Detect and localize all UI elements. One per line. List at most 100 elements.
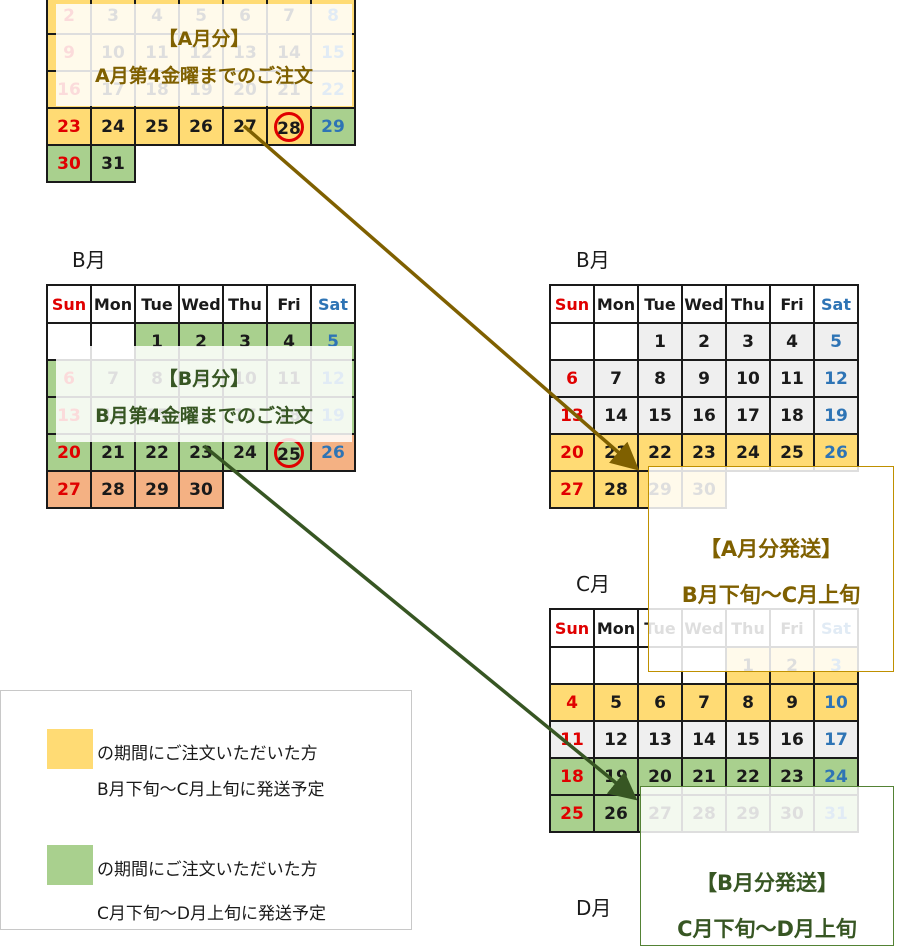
calendar-b-right: Sun Mon Tue Wed Thu Fri Sat 1 2 3 4 5 6 … <box>549 284 859 509</box>
a-order-overlay: 【A月分】 A月第4金曜までのご注文 <box>56 4 352 106</box>
day-cell: 9 <box>769 683 815 722</box>
day-cell: 17 <box>813 720 859 759</box>
b-ship-title: 【B月分発送】 <box>695 871 838 895</box>
a-ship-overlay: 【A月分発送】 B月下旬～C月上旬 <box>648 466 894 672</box>
day-cell: 26 <box>593 794 639 833</box>
day-cell: 19 <box>813 396 859 435</box>
day-cell: 8 <box>725 683 771 722</box>
day-cell: 10 <box>813 683 859 722</box>
day-cell: 29 <box>134 470 180 509</box>
day-cell: 11 <box>769 359 815 398</box>
day-cell: 5 <box>593 683 639 722</box>
day-cell: 29 <box>310 107 356 146</box>
weekday-wed: Wed <box>178 284 224 324</box>
day-cell-deadline: 28 <box>266 107 312 146</box>
b-order-title: 【B月分】 <box>158 368 250 390</box>
legend-swatch-yellow <box>47 729 93 769</box>
day-cell: 28 <box>593 470 639 509</box>
day-cell: 17 <box>725 396 771 435</box>
day-cell <box>549 646 595 685</box>
b-ship-overlay: 【B月分発送】 C月下旬～D月上旬 <box>640 786 894 946</box>
day-cell: 7 <box>681 683 727 722</box>
day-cell: 28 <box>90 470 136 509</box>
day-cell: 25 <box>769 433 815 472</box>
a-order-title: 【A月分】 <box>158 28 250 50</box>
b-order-subtitle: B月第4金曜までのご注文 <box>95 405 313 427</box>
weekday-sat: Sat <box>310 284 356 324</box>
day-cell: 13 <box>637 720 683 759</box>
day-cell: 1 <box>637 322 683 361</box>
day-cell: 11 <box>549 720 595 759</box>
weekday-mon: Mon <box>593 608 639 648</box>
a-ship-title: 【A月分発送】 <box>699 537 843 561</box>
day-cell: 23 <box>46 107 92 146</box>
day-cell: 14 <box>681 720 727 759</box>
day-cell: 12 <box>593 720 639 759</box>
weekday-thu: Thu <box>222 284 268 324</box>
deadline-circle: 28 <box>274 111 304 142</box>
day-cell: 4 <box>769 322 815 361</box>
a-order-subtitle: A月第4金曜までのご注文 <box>95 65 313 87</box>
arrow-a-to-b <box>242 124 640 471</box>
weekday-fri: Fri <box>769 284 815 324</box>
day-cell: 9 <box>681 359 727 398</box>
arrow-b-to-c <box>202 444 638 801</box>
day-cell: 7 <box>593 359 639 398</box>
day-cell: 26 <box>178 107 224 146</box>
day-cell: 18 <box>769 396 815 435</box>
day-cell: 4 <box>549 683 595 722</box>
day-cell: 26 <box>813 433 859 472</box>
month-label-b-left: B月 <box>72 248 106 272</box>
day-cell: 3 <box>725 322 771 361</box>
day-cell: 30 <box>46 144 92 183</box>
weekday-sat: Sat <box>813 284 859 324</box>
legend-yellow-line1: の期間にご注文いただいた方 <box>97 744 318 764</box>
day-cell: 16 <box>769 720 815 759</box>
day-cell: 20 <box>549 433 595 472</box>
day-cell: 22 <box>637 433 683 472</box>
day-cell: 16 <box>681 396 727 435</box>
day-cell: 10 <box>725 359 771 398</box>
legend-green-line1: の期間にご注文いただいた方 <box>97 860 318 880</box>
day-cell <box>593 646 639 685</box>
legend-box: の期間にご注文いただいた方 B月下旬～C月上旬に発送予定 の期間にご注文いただい… <box>0 690 412 930</box>
weekday-tue: Tue <box>134 284 180 324</box>
weekday-tue: Tue <box>637 284 683 324</box>
day-cell: 5 <box>813 322 859 361</box>
a-ship-subtitle: B月下旬～C月上旬 <box>681 583 861 607</box>
day-cell: 15 <box>725 720 771 759</box>
calendar-c: Sun Mon Tue Wed Thu Fri Sat 1 2 3 4 5 6 … <box>549 608 859 833</box>
weekday-sun: Sun <box>549 284 595 324</box>
day-cell: 6 <box>549 359 595 398</box>
day-cell: 27 <box>46 470 92 509</box>
day-cell: 24 <box>90 107 136 146</box>
weekday-sun: Sun <box>46 284 92 324</box>
weekday-mon: Mon <box>593 284 639 324</box>
day-cell: 30 <box>178 470 224 509</box>
day-cell: 12 <box>813 359 859 398</box>
day-cell: 15 <box>637 396 683 435</box>
day-cell: 14 <box>593 396 639 435</box>
legend-green-line2: C月下旬～D月上旬に発送予定 <box>97 904 326 924</box>
day-cell: 2 <box>681 322 727 361</box>
legend-yellow-line2: B月下旬～C月上旬に発送予定 <box>97 780 325 800</box>
legend-swatch-green <box>47 845 93 885</box>
flow-arrows <box>202 124 640 801</box>
weekday-wed: Wed <box>681 284 727 324</box>
day-cell: 25 <box>134 107 180 146</box>
day-cell: 13 <box>549 396 595 435</box>
month-label-b-right: B月 <box>576 248 610 272</box>
month-label-c: C月 <box>576 572 610 596</box>
day-cell <box>549 322 595 361</box>
day-cell: 25 <box>549 794 595 833</box>
weekday-sun: Sun <box>549 608 595 648</box>
day-cell: 18 <box>549 757 595 796</box>
weekday-thu: Thu <box>725 284 771 324</box>
day-cell: 8 <box>637 359 683 398</box>
weekday-mon: Mon <box>90 284 136 324</box>
b-ship-subtitle: C月下旬～D月上旬 <box>677 917 857 941</box>
weekday-fri: Fri <box>266 284 312 324</box>
day-cell: 27 <box>549 470 595 509</box>
month-label-d: D月 <box>576 896 612 920</box>
day-cell: 24 <box>725 433 771 472</box>
